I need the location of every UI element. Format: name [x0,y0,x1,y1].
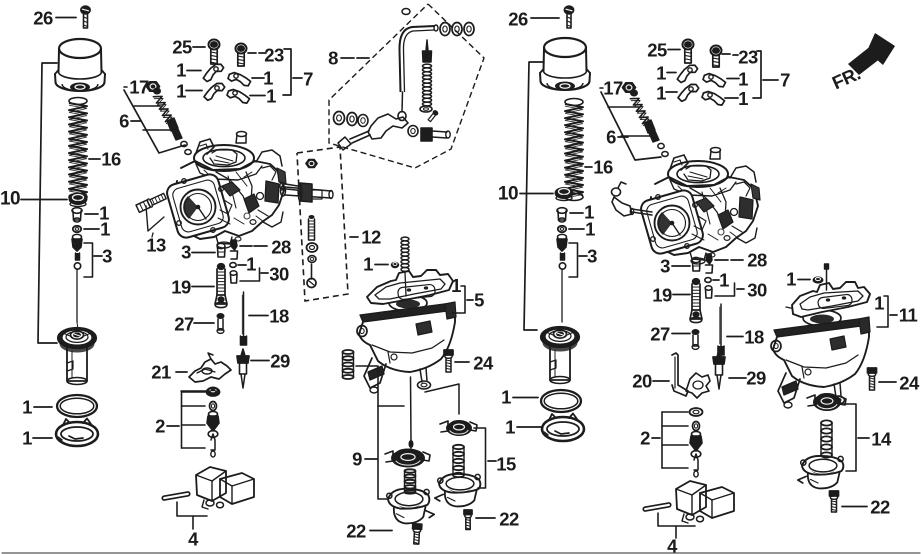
svg-text:29: 29 [270,351,290,372]
svg-text:6: 6 [606,127,616,148]
svg-text:28: 28 [747,250,767,271]
svg-text:19: 19 [652,285,672,306]
svg-text:1: 1 [22,397,32,418]
svg-text:15: 15 [496,454,516,475]
svg-text:22: 22 [870,497,890,518]
svg-text:7: 7 [780,70,790,91]
svg-text:1: 1 [874,293,884,314]
svg-text:1: 1 [786,269,796,290]
svg-text:3: 3 [587,246,597,267]
svg-text:22: 22 [346,521,366,542]
svg-text:1: 1 [584,202,594,223]
svg-text:30: 30 [747,280,767,301]
svg-text:1: 1 [719,270,729,291]
svg-text:17: 17 [129,77,149,98]
svg-text:16: 16 [101,149,121,170]
svg-text:1: 1 [656,83,666,104]
svg-text:1: 1 [100,219,110,240]
svg-text:7: 7 [303,69,313,90]
svg-text:2: 2 [640,428,650,449]
svg-text:26: 26 [508,9,528,30]
svg-text:1: 1 [501,387,511,408]
svg-text:23: 23 [738,47,758,68]
svg-text:1: 1 [263,68,273,89]
svg-text:27: 27 [174,314,194,335]
svg-text:6: 6 [119,111,129,132]
svg-text:8: 8 [328,48,338,69]
svg-text:25: 25 [647,40,667,61]
svg-text:22: 22 [499,509,519,530]
svg-text:10: 10 [498,184,518,205]
svg-text:28: 28 [271,237,291,258]
svg-text:18: 18 [269,306,289,327]
svg-text:3: 3 [660,256,670,277]
svg-text:1: 1 [451,275,461,296]
svg-text:1: 1 [505,417,515,438]
svg-text:11: 11 [899,305,918,326]
svg-text:1: 1 [176,81,186,102]
svg-text:26: 26 [33,8,53,29]
svg-text:9: 9 [352,449,362,470]
svg-text:30: 30 [269,264,289,285]
svg-text:23: 23 [264,45,284,66]
svg-text:10: 10 [0,189,20,210]
svg-text:4: 4 [188,529,199,550]
svg-text:1: 1 [246,254,256,275]
svg-text:1: 1 [585,219,595,240]
svg-text:25: 25 [172,37,192,58]
svg-text:13: 13 [146,235,166,256]
svg-text:18: 18 [744,327,764,348]
svg-text:1: 1 [363,254,373,275]
svg-text:24: 24 [899,373,920,394]
svg-text:1: 1 [176,60,186,81]
svg-text:3: 3 [102,246,112,267]
svg-text:1: 1 [738,88,748,109]
svg-text:29: 29 [746,368,766,389]
svg-text:2: 2 [155,416,165,437]
svg-text:1: 1 [656,63,666,84]
svg-text:1: 1 [738,69,748,90]
svg-text:16: 16 [593,157,613,178]
svg-text:5: 5 [474,290,484,311]
svg-text:24: 24 [473,353,494,374]
svg-text:27: 27 [650,324,670,345]
svg-text:4: 4 [667,536,678,554]
svg-text:1: 1 [266,86,276,107]
svg-text:21: 21 [151,362,171,383]
svg-text:14: 14 [871,429,892,450]
svg-text:1: 1 [22,428,32,449]
svg-text:12: 12 [361,227,381,248]
svg-text:1: 1 [99,203,109,224]
svg-text:3: 3 [181,242,191,263]
svg-text:17: 17 [603,78,623,99]
svg-text:19: 19 [171,277,191,298]
svg-text:20: 20 [632,371,652,392]
